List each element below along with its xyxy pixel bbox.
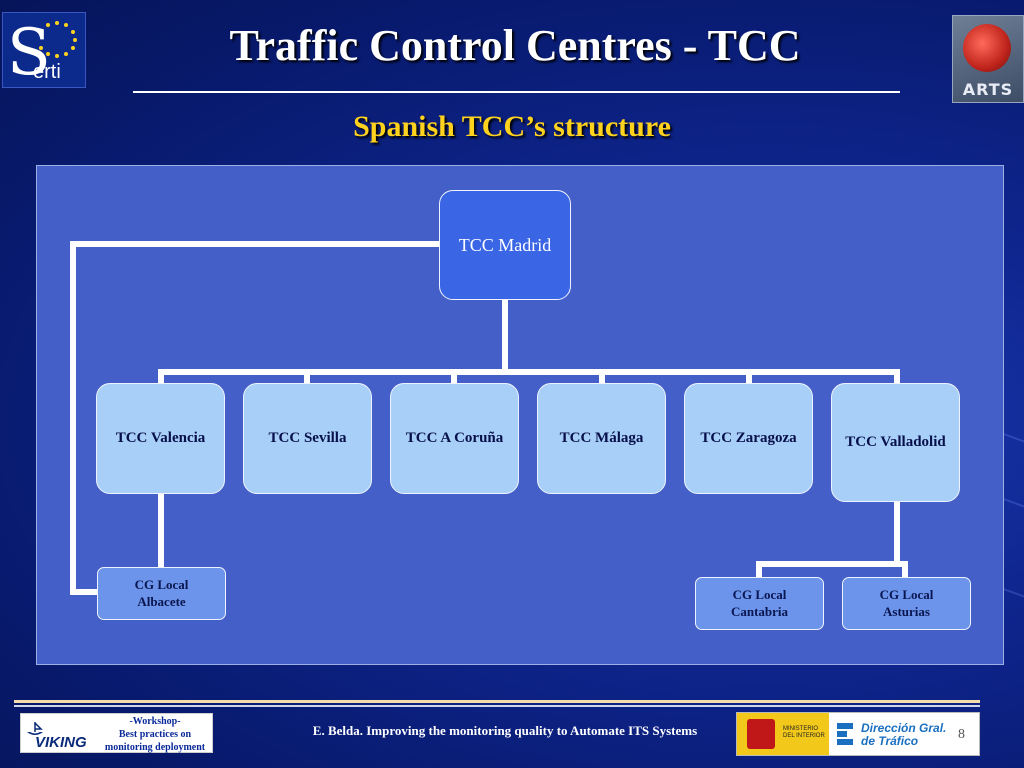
globe-icon (963, 24, 1011, 72)
workshop-line: monitoring deployment (104, 742, 206, 753)
node-tcc-valladolid: TCC Valladolid (831, 383, 960, 502)
node-label: TCC Málaga (559, 430, 644, 446)
node-label: TCC Zaragoza (700, 430, 797, 446)
node-label-line2: Asturias (883, 603, 930, 619)
node-label: TCC Valencia (115, 430, 206, 446)
page-number: 8 (958, 727, 965, 742)
node-label-line2: Cantabria (730, 603, 789, 619)
node-label: TCC Madrid (458, 234, 552, 255)
node-tcc-zaragoza: TCC Zaragoza (684, 383, 813, 494)
node-tcc-madrid: TCC Madrid (439, 190, 571, 300)
serti-logo-text: erti (33, 61, 61, 83)
dgt-logo-icon: MINISTERIO DEL INTERIOR Dirección Gral. … (736, 712, 980, 756)
dgt-text: Dirección Gral. de Tráfico (861, 722, 946, 748)
serti-logo-letter: S (7, 16, 51, 90)
dgt-line: de Tráfico (861, 734, 919, 748)
node-label-line1: CG Local (732, 586, 787, 602)
node-cg-local-cantabria: CG Local Cantabria (695, 577, 824, 630)
workshop-caption: -Workshop- Best practices on monitoring … (97, 715, 213, 754)
workshop-line: -Workshop- (129, 716, 181, 727)
viking-ship-icon (27, 722, 43, 735)
slide-title: Traffic Control Centres - TCC (229, 21, 801, 70)
ministerio-line: DEL INTERIOR (783, 733, 825, 739)
eu-stars-icon (39, 21, 77, 58)
footer-divider (14, 705, 980, 707)
arts-logo-text: ARTS (962, 80, 1014, 99)
node-tcc-malaga: TCC Málaga (537, 383, 666, 494)
node-label: TCC A Coruña (405, 430, 504, 446)
node-cg-local-asturias: CG Local Asturias (842, 577, 971, 630)
viking-logo-text: VIKING (35, 734, 87, 751)
spain-crest-icon (747, 719, 775, 749)
node-label-line1: CG Local (134, 576, 189, 592)
node-tcc-sevilla: TCC Sevilla (243, 383, 372, 494)
connector-madrid-albacete (70, 241, 442, 595)
dgt-line: Dirección Gral. (861, 721, 947, 735)
workshop-line: Best practices on (118, 729, 192, 740)
connector-lines (70, 241, 908, 595)
footer-divider (14, 700, 980, 703)
node-label-line1: CG Local (879, 586, 934, 602)
node-label: TCC Sevilla (268, 430, 347, 446)
serti-logo-icon: S erti (2, 12, 86, 88)
ministerio-line: MINISTERIO (783, 726, 819, 732)
arts-logo-icon: ARTS (952, 15, 1024, 103)
node-label: TCC Valladolid (845, 434, 946, 450)
title-underline (133, 91, 900, 93)
node-tcc-a-coruna: TCC A Coruña (390, 383, 519, 494)
slide-subtitle: Spanish TCC’s structure (353, 110, 671, 143)
node-label-line2: Albacete (137, 593, 186, 609)
ministerio-text: MINISTERIO DEL INTERIOR (783, 726, 825, 740)
org-chart-panel: TCC Madrid TCC Valencia TCC Sevilla TCC … (36, 165, 1004, 665)
dgt-mark-icon (837, 723, 853, 745)
presenter-footer: E. Belda. Improving the monitoring quali… (312, 723, 698, 738)
node-tcc-valencia: TCC Valencia (96, 383, 225, 494)
viking-logo-icon: VIKING -Workshop- Best practices on moni… (20, 713, 213, 753)
node-cg-local-albacete: CG Local Albacete (97, 567, 226, 620)
